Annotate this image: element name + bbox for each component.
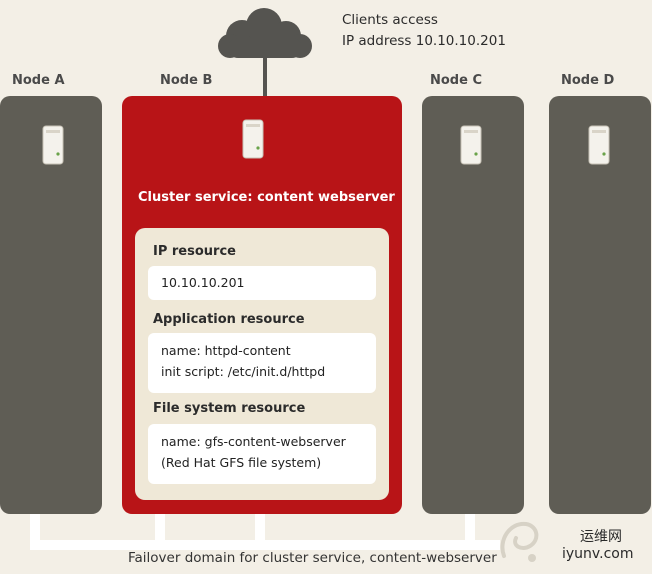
ip-resource-value: 10.10.10.201 xyxy=(161,275,245,290)
watermark-logo: 运维网 iyunv.com xyxy=(496,512,646,570)
file-system-resource-title: File system resource xyxy=(153,401,306,416)
application-resource-details: name: httpd-content init script: /etc/in… xyxy=(161,340,325,382)
node-d-column xyxy=(549,96,651,514)
application-name: name: httpd-content xyxy=(161,343,291,358)
clients-access-line2: IP address 10.10.10.201 xyxy=(342,33,506,49)
cloud-connector-line xyxy=(263,56,267,102)
node-a-column xyxy=(0,96,102,514)
node-b-label: Node B xyxy=(160,73,213,88)
failover-stripe-b-left xyxy=(155,500,165,550)
failover-stripe-horizontal xyxy=(30,540,500,550)
failover-stripe-b-right xyxy=(255,500,265,550)
server-icon-node-d xyxy=(588,125,610,165)
server-icon-node-b xyxy=(242,119,264,159)
file-system-resource-details: name: gfs-content-webserver (Red Hat GFS… xyxy=(161,431,346,473)
watermark-line2: iyunv.com xyxy=(562,546,634,562)
server-icon-node-c xyxy=(460,125,482,165)
failover-stripe-c xyxy=(465,500,475,550)
application-resource-box: name: httpd-content init script: /etc/in… xyxy=(148,333,376,393)
node-c-column xyxy=(422,96,524,514)
node-a-label: Node A xyxy=(12,73,65,88)
watermark-line1: 运维网 xyxy=(580,529,622,545)
clients-access-line1: Clients access xyxy=(342,12,438,28)
application-resource-title: Application resource xyxy=(153,312,305,327)
failover-stripe-left xyxy=(30,500,40,550)
ip-resource-box: 10.10.10.201 xyxy=(148,266,376,300)
ip-resource-title: IP resource xyxy=(153,244,236,259)
file-system-name: name: gfs-content-webserver xyxy=(161,434,346,449)
clients-access-text: Clients access IP address 10.10.10.201 xyxy=(342,10,506,52)
server-icon-node-a xyxy=(42,125,64,165)
watermark-swirl-icon xyxy=(500,521,539,562)
node-d-label: Node D xyxy=(561,73,615,88)
cluster-service-title: Cluster service: content webserver xyxy=(138,190,395,205)
node-c-label: Node C xyxy=(430,73,482,88)
failover-domain-label: Failover domain for cluster service, con… xyxy=(128,550,497,566)
application-init-script: init script: /etc/init.d/httpd xyxy=(161,364,326,379)
cloud-icon xyxy=(218,8,312,58)
file-system-type: (Red Hat GFS file system) xyxy=(161,455,322,470)
file-system-resource-box: name: gfs-content-webserver (Red Hat GFS… xyxy=(148,424,376,484)
resources-panel: IP resource 10.10.10.201 Application res… xyxy=(135,228,389,500)
